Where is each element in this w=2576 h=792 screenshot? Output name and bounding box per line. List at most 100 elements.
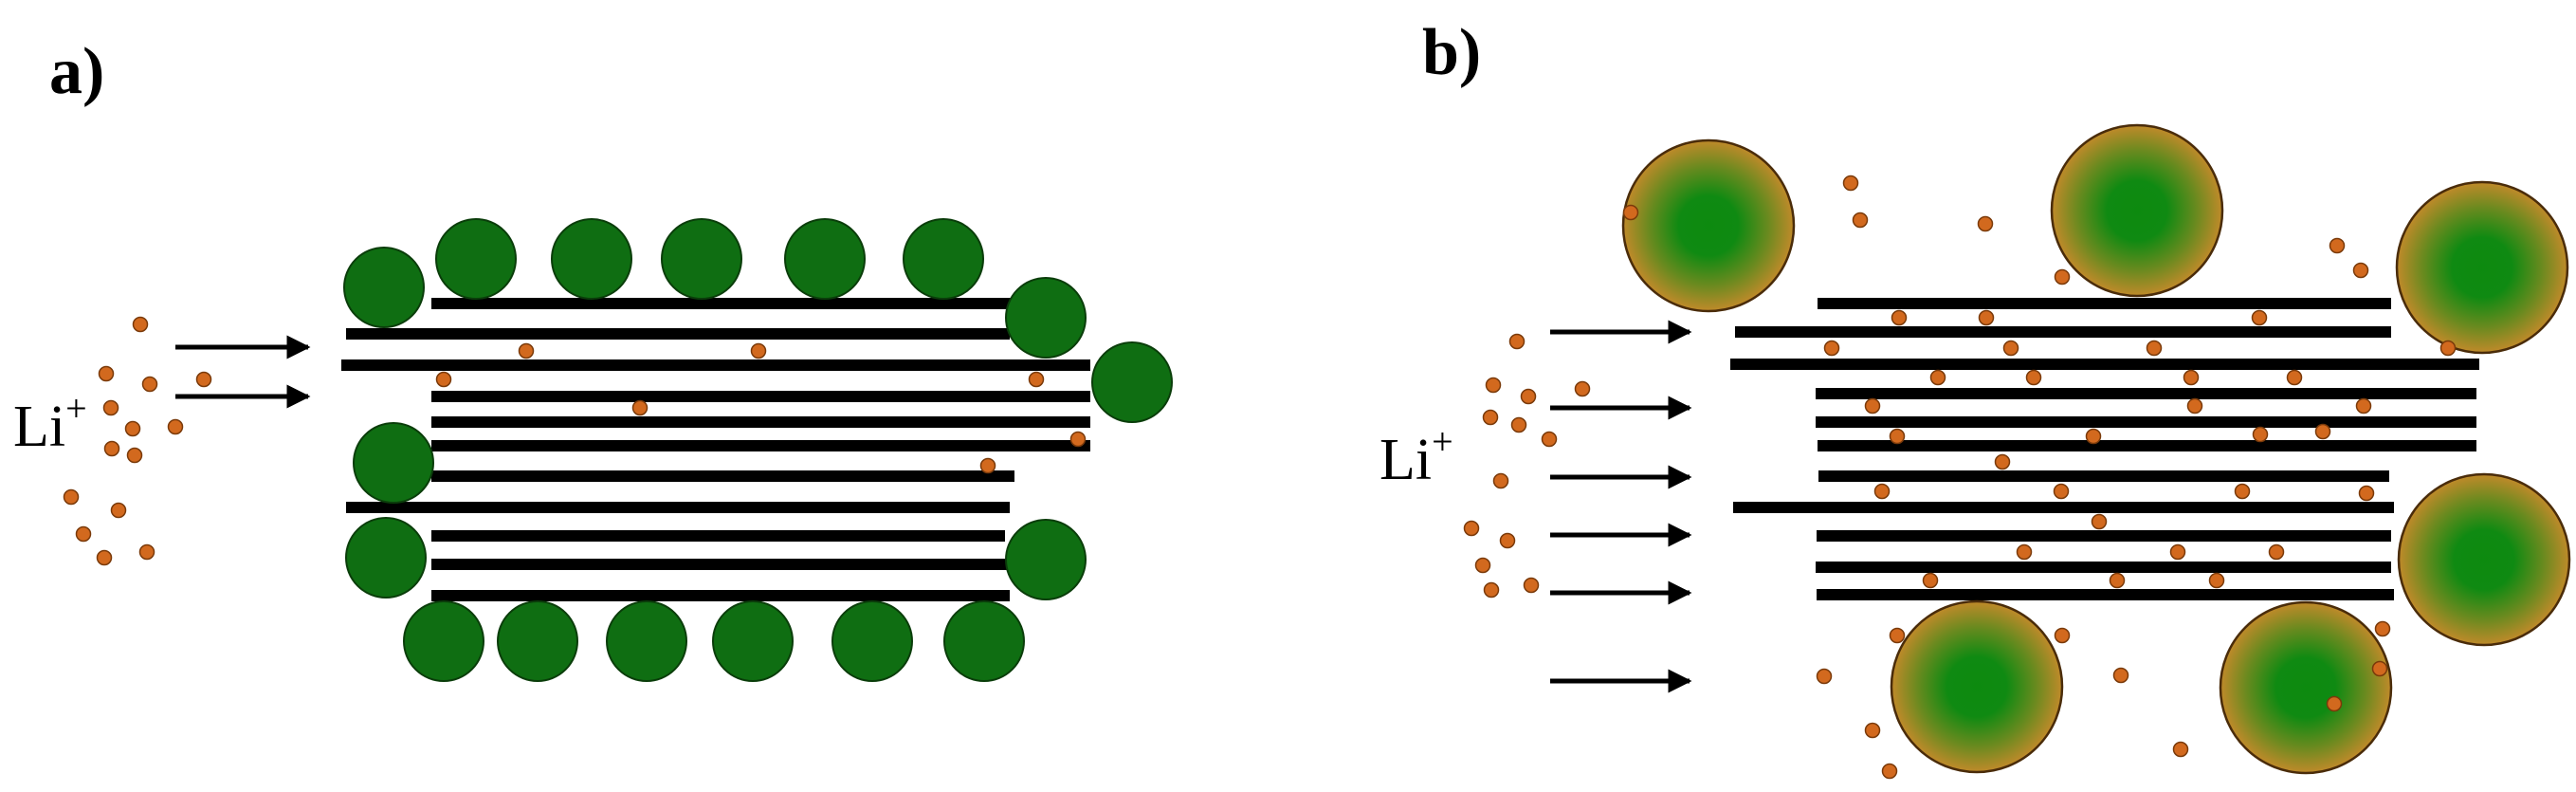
li-ion-dot [126,447,143,464]
li-ion-dot [110,502,127,519]
green-particle [1005,519,1087,600]
li-ion-dot [1483,581,1500,599]
graphite-layer [1733,502,2394,513]
panel-a-particles [343,218,1173,682]
coated-particle [1890,599,2064,774]
li-ion-dot [132,316,149,333]
coated-particle [1621,138,1796,313]
li-ion-dot [1842,175,1859,192]
li-ion-dot [2251,309,2268,326]
li-ion-dot [141,376,158,393]
panel-b-arrows [1550,320,1692,693]
li-ion-dot [96,549,113,566]
li-ion-dot [1889,627,1906,644]
li-ion-dot [103,440,120,457]
li-ion-dot [631,399,649,416]
li-ion-dot [2268,543,2285,561]
li-ion-dot [518,342,535,359]
panel-a-label: a) [49,35,104,108]
li-ion-dot [1622,204,1639,221]
panel-b-ion-charge: + [1432,420,1453,463]
li-ion-dot [2054,268,2071,285]
graphite-layer [1816,562,2391,573]
li-ion-dot [102,399,119,416]
panel-b-li-ions [1463,175,2457,780]
li-ion-dot [2016,543,2033,561]
green-particle [343,247,425,328]
graphite-layer [1816,416,2476,428]
li-ion-dot [2091,513,2108,530]
graphite-layer [1818,440,2476,451]
li-ion-dot [195,371,212,388]
graphite-layer [431,298,1014,309]
graphite-layer [341,359,1090,371]
graphite-layer [431,416,1090,428]
li-ion-dot [138,543,155,561]
li-ion-dot [75,525,92,543]
graphite-layer [1817,589,2394,600]
li-ion-dot [167,418,184,435]
li-ion-dot [1816,668,1833,685]
green-particle [497,600,578,682]
panel-a-li-ions [63,316,1087,566]
graphite-layer [431,391,1090,402]
graphite-layer [1735,326,2391,338]
li-ion-dot [1977,215,1994,232]
li-ion-dot [2286,369,2303,386]
li-ion-dot [1508,333,1526,350]
li-ion-dot [63,488,80,506]
panel-a-ion-label: Li+ [13,387,87,459]
green-particle [1091,341,1173,423]
coated-particle [2395,180,2569,355]
li-ion-dot [1028,371,1045,388]
li-ion-dot [2183,369,2200,386]
green-particle [831,600,913,682]
graphite-layer [346,502,1010,513]
coated-particle [2219,600,2393,775]
li-ion-dot [1523,577,1540,594]
li-ion-dot [1864,397,1881,414]
li-ion-dot [2371,660,2388,677]
green-particle [943,600,1025,682]
coated-particle [2397,472,2571,647]
li-ion-dot [1485,377,1502,394]
li-ion-dot [2326,695,2343,712]
green-particle [712,600,794,682]
li-ion-dot [1864,722,1881,739]
li-ion-dot [1852,212,1869,229]
green-particle [403,600,484,682]
graphite-layer [1816,388,2476,399]
li-ion-dot [2358,485,2375,502]
li-ion-dot [2146,340,2163,357]
li-ion-dot [1520,388,1537,405]
green-particle [345,517,427,599]
panel-b-ion-symbol: Li [1379,428,1432,492]
graphite-layer [431,590,1010,601]
li-ion-dot [1499,532,1516,549]
li-ion-dot [1574,380,1591,397]
li-ion-dot [1463,520,1480,537]
panel-b-coated-particles [1621,123,2571,775]
li-ion-dot [2054,627,2071,644]
li-ion-dot [2314,423,2331,440]
graphite-layer [1818,470,2389,482]
li-ion-dot [2053,483,2070,500]
green-particle [435,218,517,300]
green-particle [903,218,984,300]
li-ion-dot [2252,426,2269,443]
panel-a-arrows [175,335,311,409]
panel-b-graphite-layers [1730,298,2479,600]
green-particle [353,422,434,504]
li-ion-dot [1541,431,1558,448]
li-ion-dot [2329,237,2346,254]
green-particle [1005,277,1087,359]
li-ion-dot [98,365,115,382]
li-ion-dot [2355,397,2372,414]
li-ion-dot [1873,483,1891,500]
li-ion-dot [2112,667,2129,684]
panel-b-label: b) [1422,16,1481,89]
li-ion-dot [2374,620,2391,637]
graphite-layer [1730,359,2479,370]
green-particle [551,218,632,300]
